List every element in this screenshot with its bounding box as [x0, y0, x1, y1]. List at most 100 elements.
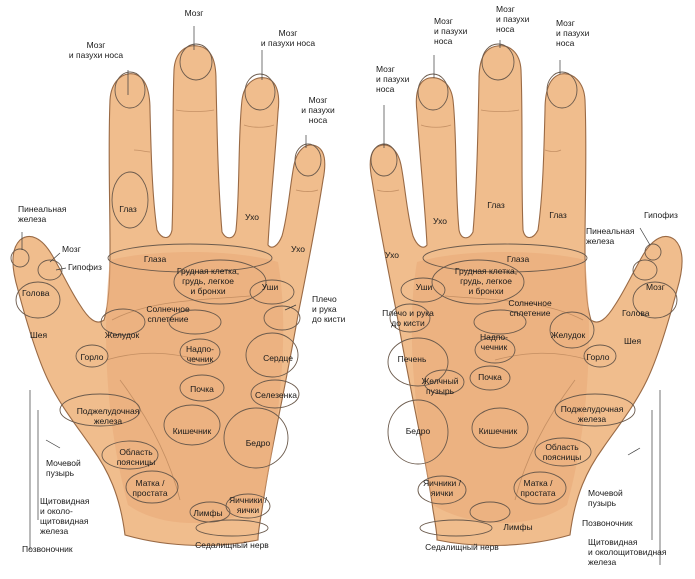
label-right-hip: Бедро: [406, 426, 431, 436]
label-line: Желудок: [551, 330, 586, 340]
label-left-eyes: Глаза: [144, 254, 167, 264]
label-line: Ухо: [245, 212, 259, 222]
label-line: Бедро: [406, 426, 431, 436]
label-right-head: Голова: [622, 308, 650, 318]
label-line: Седалищный нерв: [425, 542, 499, 552]
label-line: Пинеальная: [586, 226, 635, 236]
label-line: Горло: [81, 352, 104, 362]
label-line: Ухо: [433, 216, 447, 226]
left-zone-finger-eye: [111, 171, 149, 229]
label-line: и бронхи: [468, 286, 503, 296]
left-zone-hip: [223, 407, 289, 469]
label-line: грудь, легкое: [182, 276, 234, 286]
left-zone-pancreas: [59, 393, 141, 427]
label-line: Щитовидная: [40, 496, 90, 506]
label-line: Шея: [624, 336, 642, 346]
left-zone-heart: [245, 332, 299, 378]
right-zone-finger-tip-2: [417, 73, 449, 111]
label-line: Область: [545, 442, 579, 452]
label-line: до кисти: [312, 314, 346, 324]
label-line: Пинеальная: [18, 204, 67, 214]
label-line: Солнечное: [146, 304, 190, 314]
label-line: Яичники /: [423, 478, 462, 488]
label-line: Почка: [190, 384, 214, 394]
label-right-lymph: Лимфы: [503, 522, 532, 532]
label-line: Кишечник: [173, 426, 212, 436]
label-right-eye-finger: Глаз: [487, 200, 505, 210]
left-zone-adrenal: [179, 338, 221, 366]
label-line: Мозг: [309, 95, 328, 105]
label-right-liver: Печень: [398, 354, 427, 364]
label-line: и пазухи носа: [69, 50, 123, 60]
right-zone-gallbladder: [423, 369, 465, 395]
label-right-pituitary: Гипофиз: [644, 210, 678, 220]
label-line: железа: [40, 526, 69, 536]
label-line: и пазухи: [496, 14, 530, 24]
label-left-lymph: Лимфы: [193, 508, 222, 518]
label-line: Мозг: [646, 282, 665, 292]
label-line: Глаза: [144, 254, 167, 264]
label-right-kidney: Почка: [478, 372, 502, 382]
label-left-neck: Шея: [30, 330, 48, 340]
label-line: железа: [586, 236, 615, 246]
left-zone-uterus: [125, 470, 179, 504]
label-line: пузырь: [588, 498, 617, 508]
label-line: Почка: [478, 372, 502, 382]
label-line: поясницы: [117, 457, 156, 467]
label-line: пузырь: [46, 468, 75, 478]
label-right-brain: Мозг: [646, 282, 665, 292]
label-line: Голова: [22, 288, 50, 298]
left-zone-intestine: [163, 404, 221, 446]
left-zone-lumbar: [101, 440, 159, 470]
label-right-ear-finger: Ухо: [385, 250, 399, 260]
label-line: Горло: [587, 352, 610, 362]
left-zone-finger-tip-4: [294, 143, 322, 177]
label-left-sciatic: Седалищный нерв: [195, 540, 269, 550]
right-hand: [369, 40, 683, 565]
label-line: грудь, легкое: [460, 276, 512, 286]
label-line: Позвоночник: [582, 518, 633, 528]
left-zone-pineal: [10, 248, 30, 268]
right-zone-shoulder: [389, 303, 431, 333]
label-right-adrenal: Надпо-чечник: [480, 332, 508, 352]
label-right-eyes: Глаза: [507, 254, 530, 264]
label-left-head: Голова: [22, 288, 50, 298]
left-zone-finger-tip-3: [244, 73, 276, 111]
right-zone-liver: [387, 337, 449, 387]
label-line: Мозг: [376, 64, 395, 74]
label-left-spleen: Селезенка: [255, 390, 297, 400]
label-left-spine: Позвоночник: [22, 544, 73, 554]
left-zone-kidney: [179, 374, 225, 402]
label-line: Уши: [416, 282, 433, 292]
label-left-finger-tip-2: Мозг: [185, 8, 204, 18]
label-line: Седалищный нерв: [195, 540, 269, 550]
label-left-intestine: Кишечник: [173, 426, 212, 436]
label-line: поясницы: [543, 452, 582, 462]
label-line: сплетение: [510, 308, 551, 318]
label-line: Сердце: [263, 353, 293, 363]
label-line: Позвоночник: [22, 544, 73, 554]
label-line: Шея: [30, 330, 48, 340]
label-line: и околощитовидная: [588, 547, 667, 557]
label-line: чечник: [481, 342, 508, 352]
right-zone-finger-tip-3: [481, 43, 515, 81]
label-line: Плечо: [312, 294, 337, 304]
label-line: и пазухи носа: [261, 38, 315, 48]
label-line: Мозг: [62, 244, 81, 254]
label-line: и пазухи: [434, 26, 468, 36]
label-right-spine: Позвоночник: [582, 518, 633, 528]
label-line: Щитовидная: [588, 537, 638, 547]
label-line: Надпо-: [480, 332, 508, 342]
right-zone-solar: [473, 309, 527, 335]
right-zone-eyes: [422, 243, 588, 273]
label-right-eye-finger2: Глаз: [549, 210, 567, 220]
label-left-pituitary: Гипофиз: [68, 262, 102, 272]
